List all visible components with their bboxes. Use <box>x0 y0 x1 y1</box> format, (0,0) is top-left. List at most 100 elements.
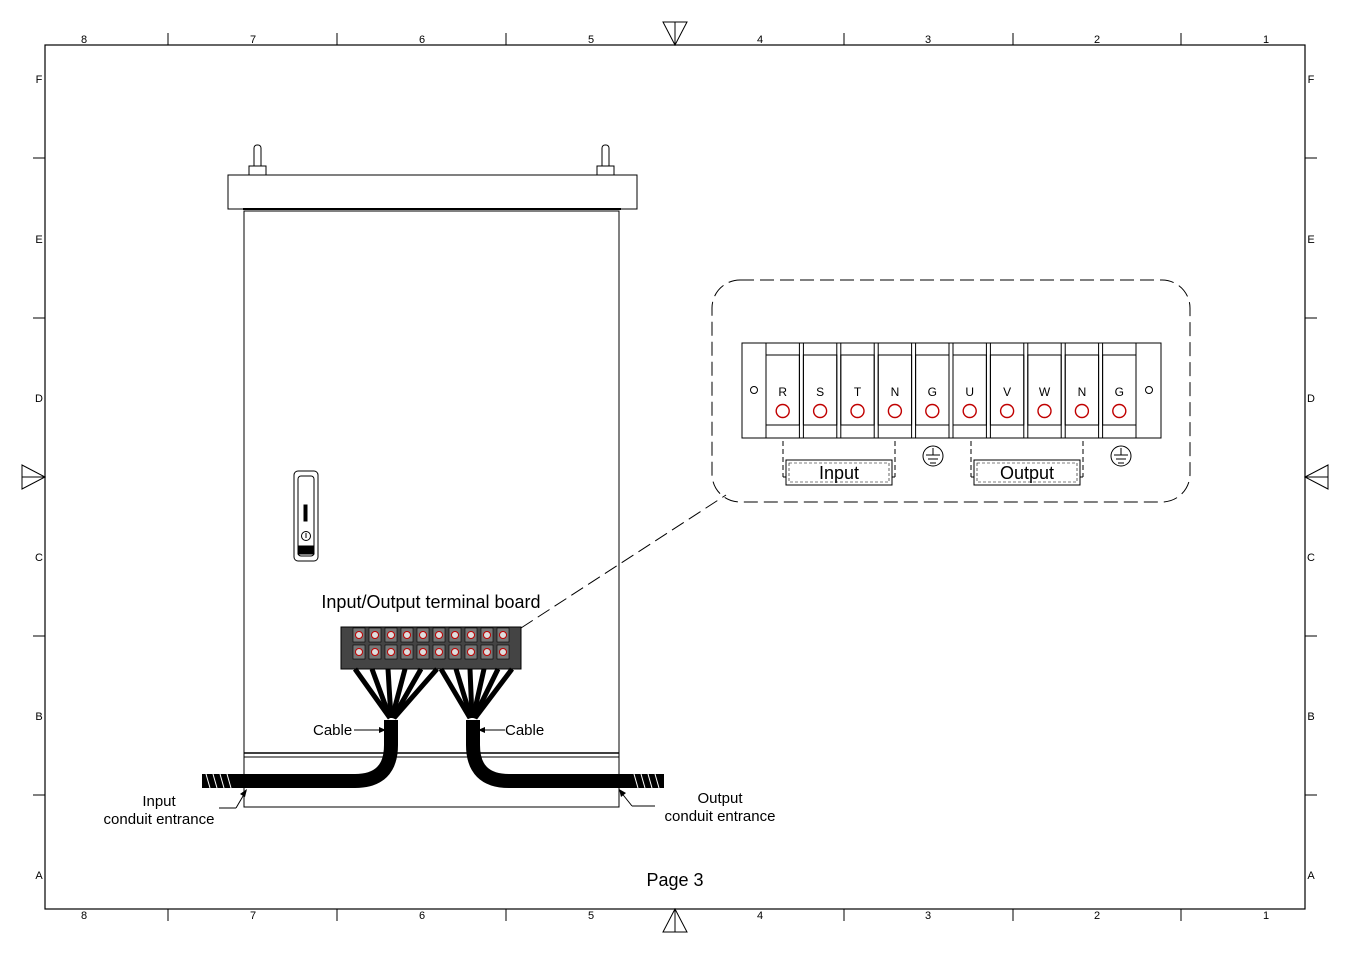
mini-terminal-screw-icon <box>451 631 459 639</box>
mini-terminal-screw-icon <box>467 648 475 656</box>
output-conduit-line1: Output <box>697 790 743 807</box>
terminal-label: U <box>965 385 974 399</box>
output-conduit-line2: conduit entrance <box>665 808 776 825</box>
detail-outline <box>711 279 1191 503</box>
mini-terminal-screw-icon <box>403 631 411 639</box>
input-label-box <box>785 459 893 486</box>
terminal-board <box>340 626 522 670</box>
terminal-label: G <box>928 385 937 399</box>
mini-terminal-screw-icon <box>387 631 395 639</box>
row-label-right: E <box>1307 234 1314 246</box>
terminal-label: V <box>1003 385 1011 399</box>
cable-label: Cable <box>505 722 544 739</box>
terminal-screw-icon <box>812 403 828 419</box>
mini-terminal-screw-icon <box>499 631 507 639</box>
terminal-screw-icon <box>887 403 903 419</box>
terminal-cell: W <box>1027 342 1062 439</box>
terminal-screw-icon <box>999 403 1015 419</box>
mini-terminal-screw-icon <box>467 631 475 639</box>
mini-terminal-screw-icon <box>435 631 443 639</box>
terminal-screw-icon <box>1074 403 1090 419</box>
col-label-bottom: 3 <box>925 910 931 922</box>
terminal-cell: U <box>952 342 987 439</box>
col-label-top: 4 <box>757 34 763 46</box>
lifting-eye-right <box>596 144 615 176</box>
terminal-screw-icon <box>850 403 865 419</box>
col-label-bottom: 8 <box>81 910 87 922</box>
terminal-label: G <box>1115 385 1124 399</box>
input-conduit-line2: conduit entrance <box>104 811 215 828</box>
terminal-cell: V <box>989 342 1025 439</box>
col-label-bottom: 5 <box>588 910 594 922</box>
mini-terminal-screw-icon <box>451 648 459 656</box>
terminal-label: T <box>854 385 862 399</box>
terminal-cell: N <box>877 342 913 439</box>
row-label-right: C <box>1307 552 1315 564</box>
mini-terminal-screw-icon <box>355 648 363 656</box>
door-handle <box>293 470 319 562</box>
mini-terminal-screw-icon <box>483 648 491 656</box>
col-label-top: 7 <box>250 34 256 46</box>
mini-terminal-screw-icon <box>387 648 395 656</box>
terminal-screw-icon <box>1037 403 1052 419</box>
terminal-screw-icon <box>925 403 940 419</box>
lifting-eye-left <box>248 144 267 176</box>
mini-terminal-screw-icon <box>483 631 491 639</box>
cable-label-left: Cable <box>313 722 386 739</box>
col-label-bottom: 6 <box>419 910 425 922</box>
col-label-bottom: 1 <box>1263 910 1269 922</box>
row-label-left: B <box>35 711 42 723</box>
mini-terminal-screw-icon <box>371 648 379 656</box>
terminal-screw-icon <box>1112 403 1127 419</box>
terminal-cell: R <box>765 342 800 439</box>
terminal-label: S <box>816 385 824 399</box>
terminal-label: R <box>778 385 787 399</box>
cabinet-body <box>243 210 620 808</box>
row-label-left: D <box>35 393 43 405</box>
output-conduit-label: Output conduit entrance <box>619 789 775 825</box>
input-conduit-label: Input conduit entrance <box>104 789 247 828</box>
mini-terminal-screw-icon <box>419 631 427 639</box>
row-label-right: A <box>1307 870 1315 882</box>
terminal-cell: T <box>840 342 875 439</box>
terminal-label: W <box>1039 385 1051 399</box>
detail-leader-line <box>520 494 727 629</box>
input-cable <box>202 720 398 788</box>
mini-terminal-screw-icon <box>403 648 411 656</box>
cable-label: Cable <box>313 722 352 739</box>
col-label-top: 8 <box>81 34 87 46</box>
row-label-right: F <box>1308 74 1315 86</box>
centring-marks <box>21 21 1329 933</box>
terminal-cell: G <box>915 342 950 439</box>
col-label-top: 6 <box>419 34 425 46</box>
output-label: Output <box>1000 463 1054 483</box>
col-label-top: 5 <box>588 34 594 46</box>
row-label-left: E <box>35 234 42 246</box>
cable-bundles <box>202 667 664 789</box>
cable-label-right: Cable <box>478 722 544 739</box>
terminal-label: N <box>1078 385 1087 399</box>
row-label-right: B <box>1307 711 1314 723</box>
cabinet-roof <box>227 174 638 210</box>
row-label-left: F <box>36 74 43 86</box>
terminal-board-label: Input/Output terminal board <box>321 592 540 612</box>
terminal-screw-icon <box>962 403 977 419</box>
mini-terminal-screw-icon <box>355 631 363 639</box>
col-label-top: 1 <box>1263 34 1269 46</box>
row-label-left: C <box>35 552 43 564</box>
terminal-cell: S <box>802 342 838 439</box>
col-label-bottom: 2 <box>1094 910 1100 922</box>
output-cable <box>466 720 664 788</box>
terminal-screw-icon <box>775 403 790 419</box>
input-conduit-line1: Input <box>142 793 176 810</box>
ground-icon <box>922 445 944 467</box>
mini-terminal-screw-icon <box>499 648 507 656</box>
col-label-top: 2 <box>1094 34 1100 46</box>
output-label-box <box>973 459 1081 486</box>
drawing-frame: 8 7 6 5 4 3 2 1 8 7 6 5 4 3 2 1 F E D C … <box>21 21 1329 933</box>
mini-terminal-screw-icon <box>435 648 443 656</box>
col-label-bottom: 7 <box>250 910 256 922</box>
mini-terminal-screw-icon <box>371 631 379 639</box>
